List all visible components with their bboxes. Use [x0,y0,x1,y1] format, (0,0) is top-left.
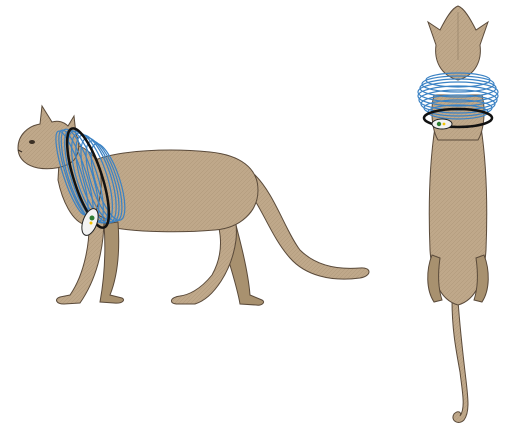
collar-device-top [432,119,452,129]
cat-side-view [0,90,380,320]
cat-eye [29,140,35,144]
cat-top-view-drawing [408,0,507,430]
cat-tail [248,175,369,279]
cat-tail-top [452,300,468,422]
cat-top-view [408,0,507,430]
cat-side-view-drawing [0,90,380,320]
